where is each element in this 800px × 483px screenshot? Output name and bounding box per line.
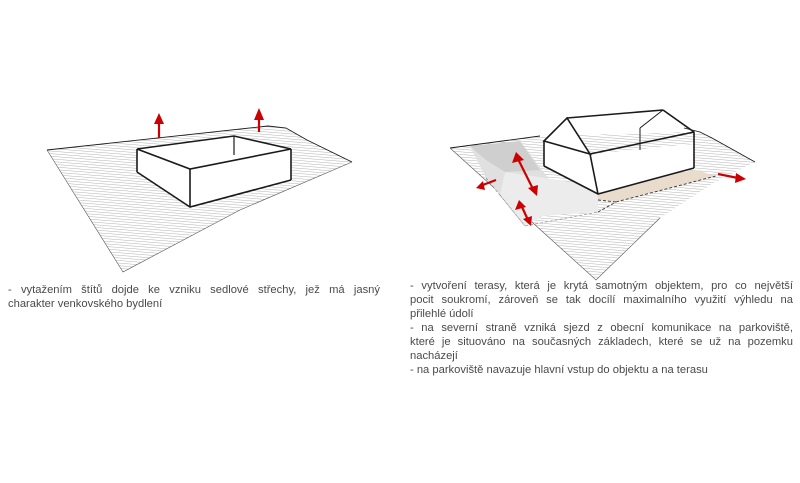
- contour-line: [40, 314, 360, 340]
- arrow-up-icon: [254, 108, 264, 132]
- contour-line: [47, 246, 352, 272]
- contour-line: [450, 132, 755, 135]
- contour-line: [450, 132, 755, 145]
- contour-line: [440, 101, 760, 127]
- contour-line: [40, 85, 360, 111]
- contour-line: [440, 88, 760, 114]
- double-arrow-icon: [515, 200, 532, 226]
- right-diagram: [440, 80, 760, 281]
- contour-line: [47, 259, 352, 272]
- contour-line: [40, 324, 360, 350]
- contour-line: [47, 238, 352, 265]
- double-arrow-icon: [512, 152, 538, 196]
- caption-line: - na parkoviště navazuje hlavní vstup do…: [410, 364, 708, 376]
- contour-line: [450, 132, 755, 153]
- contour-line: [47, 240, 352, 268]
- contour-line: [40, 327, 360, 353]
- caption-line: pocit soukromí, zároveň se tak docílí ma…: [410, 294, 793, 306]
- contour-line: [47, 230, 352, 257]
- contour-line: [440, 96, 760, 122]
- contour-line: [47, 233, 352, 260]
- contour-line: [40, 98, 360, 124]
- terrace-area: [597, 170, 717, 213]
- contour-line: [440, 98, 760, 124]
- left-terrain-hatching: [40, 80, 360, 356]
- contour-line: [47, 251, 352, 272]
- contour-line: [40, 80, 360, 106]
- caption-line: - na severní straně vzniká sjezd z obecn…: [410, 322, 793, 334]
- caption-line: charakter venkovského bydlení: [8, 298, 163, 310]
- right-house-gable: [542, 109, 695, 195]
- contour-line: [47, 248, 352, 272]
- contour-line: [450, 132, 755, 151]
- caption-line: - vytvoření terasy, která je krytá samot…: [410, 280, 793, 292]
- contour-line: [40, 88, 360, 114]
- contour-line: [440, 85, 760, 111]
- caption-line: - vytažením štítů dojde ke vzniku sedlov…: [8, 284, 380, 296]
- left-terrain: [40, 80, 360, 356]
- contour-line: [40, 83, 360, 109]
- caption-line: nacházejí: [410, 350, 458, 362]
- contour-line: [47, 256, 352, 272]
- contour-line: [40, 322, 360, 348]
- caption-line: které je situováno na současných základe…: [410, 336, 793, 348]
- contour-line: [47, 253, 352, 272]
- contour-line: [440, 83, 760, 109]
- contour-line: [440, 80, 760, 106]
- contour-line: [47, 126, 352, 135]
- contour-line: [40, 319, 360, 345]
- contour-line: [40, 317, 360, 343]
- contour-line: [440, 103, 760, 129]
- contour-line: [440, 90, 760, 116]
- contour-line: [47, 126, 352, 127]
- double-arrow-icon: [476, 178, 497, 190]
- contour-line: [47, 126, 352, 130]
- arrow-up-icon: [154, 113, 164, 138]
- caption-line: přilehlé údolí: [410, 308, 474, 320]
- left-house-box: [136, 135, 292, 208]
- contour-line: [440, 106, 760, 132]
- contour-line: [40, 93, 360, 119]
- contour-line: [47, 126, 352, 148]
- contour-line: [450, 132, 755, 143]
- left-diagram: [40, 80, 360, 356]
- contour-line: [40, 96, 360, 122]
- contour-line: [40, 330, 360, 356]
- arrow-right-icon: [717, 172, 746, 183]
- contour-line: [40, 309, 360, 335]
- contour-line: [47, 243, 352, 270]
- contour-line: [47, 126, 352, 132]
- contour-line: [40, 90, 360, 116]
- contour-line: [40, 311, 360, 337]
- contour-line: [47, 227, 352, 255]
- contour-line: [47, 235, 352, 262]
